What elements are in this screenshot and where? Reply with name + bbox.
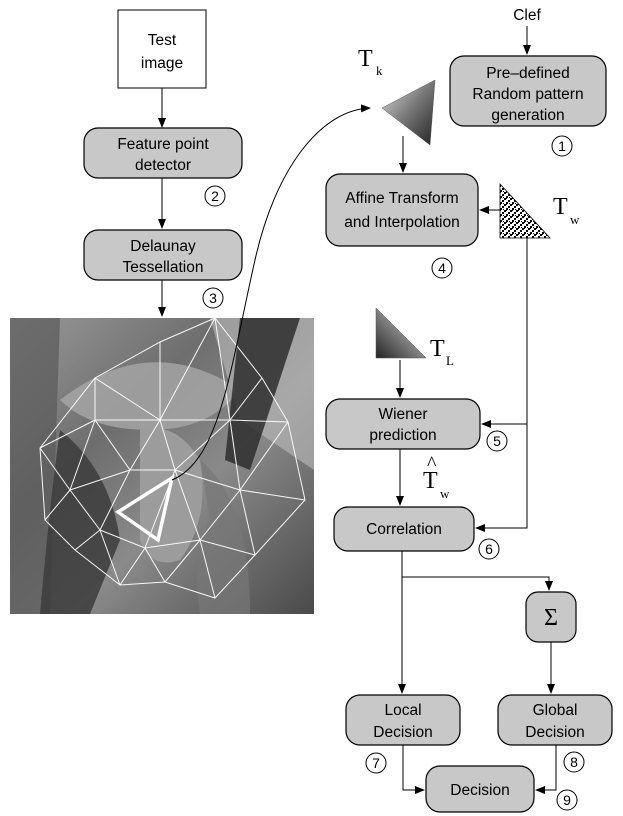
svg-text:5: 5 — [493, 433, 501, 449]
delaunay-label-line2: Tessellation — [123, 259, 204, 276]
svg-text:T: T — [358, 46, 373, 72]
random-pattern-label-line1: Pre–defined — [486, 65, 570, 82]
final-decision-label: Decision — [450, 782, 509, 799]
feature-point-label-line2: detector — [135, 157, 191, 174]
svg-text:w: w — [440, 486, 450, 501]
arrow-triangle-to-tk — [171, 104, 371, 481]
svg-text:^: ^ — [427, 453, 437, 475]
step-9-marker: 9 — [556, 789, 578, 811]
triangle-tl-image — [375, 307, 427, 359]
triangle-tk-image — [381, 79, 436, 146]
local-decision-line2: Decision — [373, 724, 432, 741]
svg-text:L: L — [446, 353, 454, 368]
step-2-marker: 2 — [204, 185, 226, 207]
delaunay-label-line1: Delaunay — [130, 238, 196, 255]
random-pattern-label-line3: generation — [491, 107, 564, 124]
affine-transform-box: Affine Transform and Interpolation — [325, 173, 479, 247]
symbol-tk: T k — [358, 46, 383, 78]
step-8-marker: 8 — [563, 751, 585, 773]
feature-point-label-line1: Feature point — [117, 136, 209, 153]
svg-text:w: w — [570, 212, 580, 227]
sum-symbol: Σ — [544, 605, 558, 631]
svg-text:7: 7 — [372, 755, 380, 771]
delaunay-tessellation-box: Delaunay Tessellation — [83, 229, 243, 281]
local-decision-line1: Local — [384, 702, 421, 719]
step-1-marker: 1 — [551, 135, 573, 157]
wiener-label-line2: prediction — [369, 427, 436, 444]
global-decision-line2: Decision — [525, 724, 584, 741]
tessellated-image — [10, 317, 314, 614]
step-5-marker: 5 — [486, 430, 508, 452]
correlation-label: Correlation — [366, 521, 442, 538]
arrow-global-to-decision — [535, 745, 557, 794]
sum-box: Σ — [525, 591, 577, 643]
global-decision-line1: Global — [533, 702, 578, 719]
arrow-local-to-decision — [402, 745, 425, 794]
svg-text:T: T — [553, 194, 568, 220]
triangle-tw-pattern — [499, 182, 551, 239]
test-image-label-line2: image — [141, 55, 183, 72]
test-image-label-line1: Test — [148, 32, 177, 49]
clef-label: Clef — [513, 7, 541, 24]
step-3-marker: 3 — [202, 287, 224, 309]
random-pattern-generation-box: Pre–defined Random pattern generation — [449, 55, 607, 127]
svg-text:3: 3 — [209, 290, 217, 306]
wiener-label-line1: Wiener — [378, 406, 427, 423]
svg-text:1: 1 — [558, 138, 566, 154]
random-pattern-label-line2: Random pattern — [472, 86, 583, 103]
svg-text:9: 9 — [563, 792, 571, 808]
arrow-correlation-to-sum — [402, 576, 553, 591]
feature-point-detector-box: Feature point detector — [83, 127, 243, 179]
final-decision-box: Decision — [425, 765, 535, 813]
step-7-marker: 7 — [365, 752, 387, 774]
arrow-tw-to-wiener — [481, 238, 528, 428]
svg-text:6: 6 — [485, 541, 493, 557]
svg-text:8: 8 — [570, 754, 578, 770]
affine-label-line1: Affine Transform — [345, 190, 458, 207]
correlation-box: Correlation — [333, 506, 475, 552]
step-4-marker: 4 — [431, 257, 453, 279]
global-decision-box: Global Decision — [497, 694, 613, 746]
test-image-node: Test image — [117, 9, 207, 89]
step-6-marker: 6 — [478, 538, 500, 560]
arrow-tw-to-correlation — [475, 424, 528, 532]
wiener-prediction-box: Wiener prediction — [325, 398, 481, 450]
local-decision-box: Local Decision — [345, 694, 461, 746]
affine-label-line2: and Interpolation — [344, 214, 459, 231]
symbol-tw: T w — [553, 194, 580, 227]
svg-text:T: T — [423, 468, 438, 494]
symbol-tw-hat: ^ T w — [423, 453, 450, 501]
symbol-tl: T L — [430, 336, 454, 368]
svg-text:2: 2 — [211, 188, 219, 204]
svg-text:4: 4 — [438, 260, 446, 276]
svg-text:T: T — [430, 336, 445, 362]
svg-text:k: k — [376, 63, 383, 78]
